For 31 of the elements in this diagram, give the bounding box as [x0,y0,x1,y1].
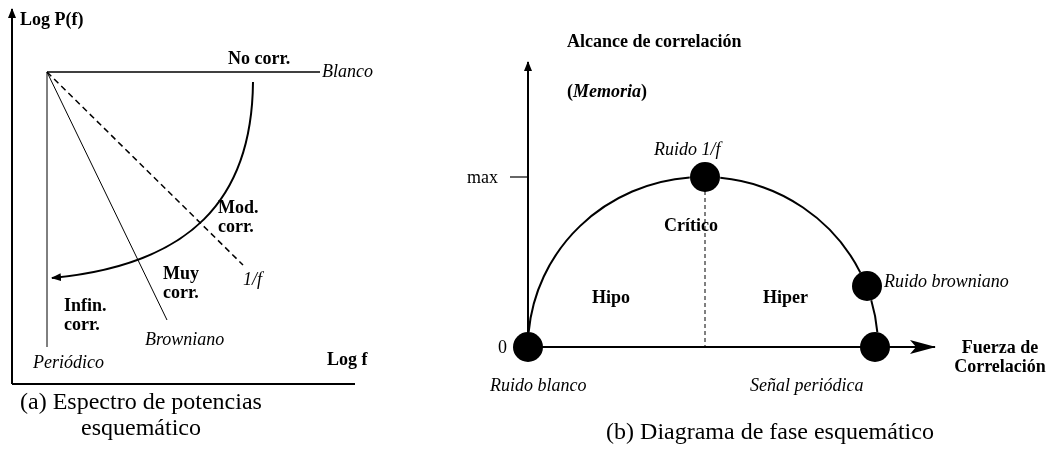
axis-title: (Memoria) [567,82,647,101]
axis-title: Fuerza de Correlación [953,338,1047,376]
region-label: Muy corr. [163,264,200,302]
figure-caption: (a) Espectro de potencias esquemático [19,388,263,440]
curve-label: Blanco [322,62,373,81]
region-label: No corr. [228,49,291,68]
point-label: Señal periódica [750,376,864,395]
region-label: Hiper [763,288,808,307]
curve-label: Periódico [33,353,104,372]
curve-label: Browniano [145,330,225,349]
figure-caption: (b) Diagrama de fase esquemático [605,418,935,444]
data-point [690,162,720,192]
arc-curve [719,176,862,274]
data-point [852,271,882,301]
tick-label: 0 [498,338,507,357]
curve-label: 1/f [243,270,262,289]
axis-title: Alcance de correlación [567,32,742,51]
region-label: Hipo [592,288,630,307]
region-label: Crítico [664,216,718,235]
point-label: Ruido blanco [490,376,587,395]
axis-title: Log P(f) [20,10,84,29]
tick-label: max [467,168,498,187]
point-label: Ruido 1/f [654,140,721,159]
axis-title: Log f [327,350,368,369]
region-label: Infin. corr. [64,296,108,334]
point-label: Ruido browniano [884,272,1009,291]
arc-curve [527,176,691,334]
data-point [513,332,543,362]
region-label: Mod. corr. [218,198,260,236]
data-point [860,332,890,362]
arc-curve [870,299,879,334]
